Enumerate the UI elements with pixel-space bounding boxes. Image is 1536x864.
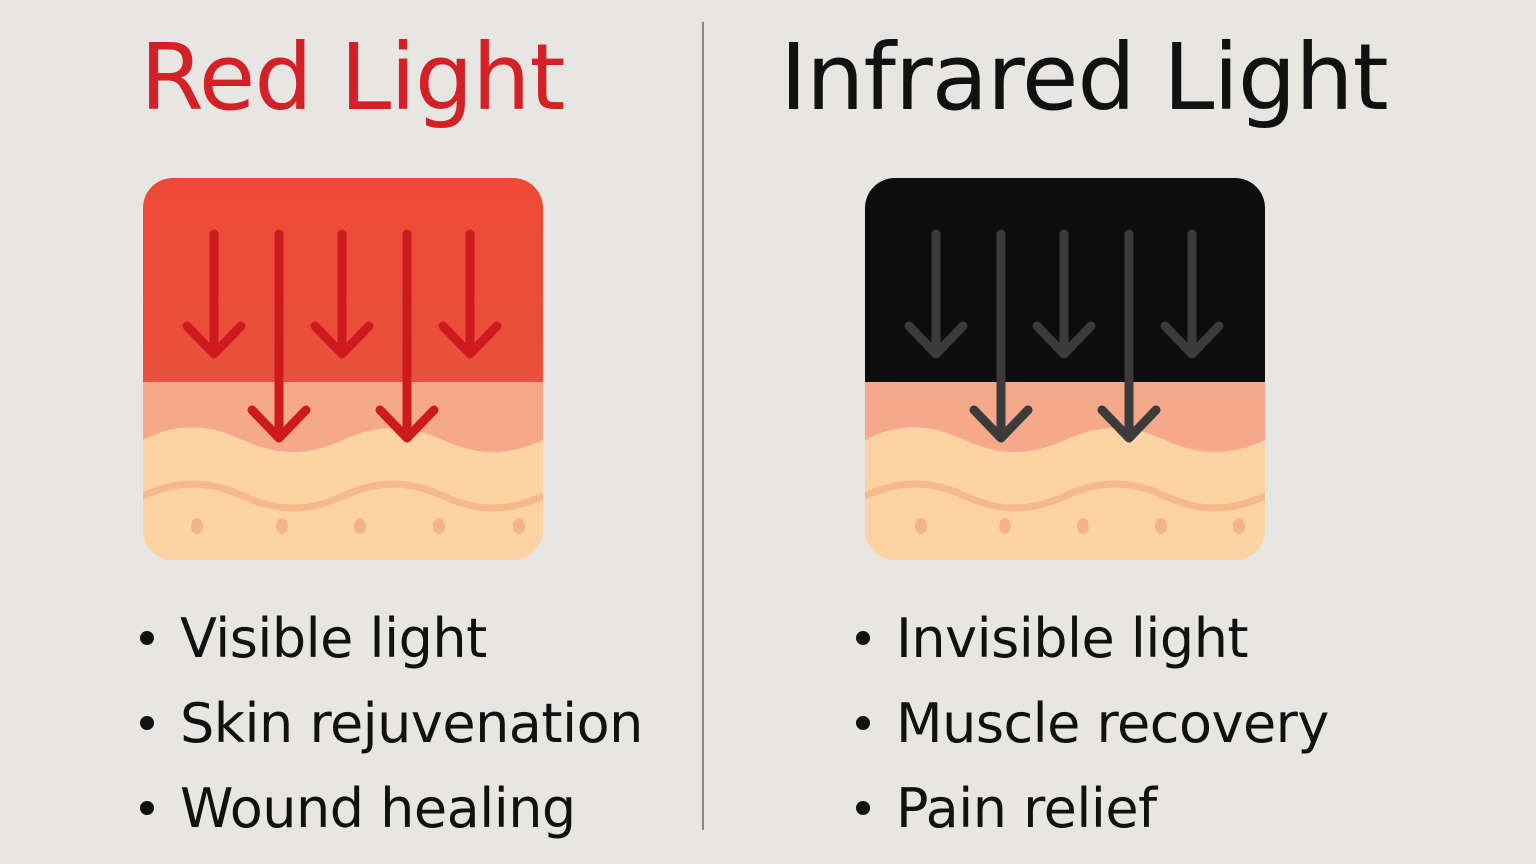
list-item: Visible light (140, 596, 643, 681)
infrared-light-skin-diagram (865, 178, 1265, 560)
red-light-skin-diagram (143, 178, 543, 560)
red-light-skin-layers-icon (143, 178, 543, 560)
bullet-text: Pain relief (896, 777, 1157, 840)
dermis-line (143, 480, 543, 512)
center-divider (702, 22, 704, 830)
bullet-icon (856, 716, 870, 731)
bullet-text: Wound healing (180, 777, 576, 840)
bullet-icon (856, 631, 870, 646)
list-item: Muscle recovery (856, 681, 1329, 766)
list-item: Pain relief (856, 766, 1329, 851)
infrared-light-skin-layers-icon (865, 178, 1265, 560)
bullet-icon (140, 801, 154, 816)
bullet-text: Skin rejuvenation (180, 692, 643, 755)
red-light-title: Red Light (140, 24, 566, 131)
bullet-icon (140, 631, 154, 646)
red-light-benefits-list: Visible light Skin rejuvenation Wound he… (140, 596, 643, 851)
bullet-icon (140, 716, 154, 731)
list-item: Wound healing (140, 766, 643, 851)
list-item: Invisible light (856, 596, 1329, 681)
skin-pores (191, 518, 525, 534)
bullet-text: Muscle recovery (896, 692, 1329, 755)
infrared-light-panel: Infrared Light (704, 0, 1536, 864)
bullet-text: Invisible light (896, 607, 1249, 670)
infrared-light-benefits-list: Invisible light Muscle recovery Pain rel… (856, 596, 1329, 851)
infrared-light-title: Infrared Light (780, 24, 1389, 131)
skin-pores (915, 518, 1245, 534)
light-penetration-arrow-icon (904, 229, 1224, 443)
list-item: Skin rejuvenation (140, 681, 643, 766)
bullet-icon (856, 801, 870, 816)
dermis-line (865, 480, 1265, 512)
bullet-text: Visible light (180, 607, 487, 670)
red-light-panel: Red Light (0, 0, 703, 864)
light-penetration-arrow-icon (182, 229, 502, 443)
